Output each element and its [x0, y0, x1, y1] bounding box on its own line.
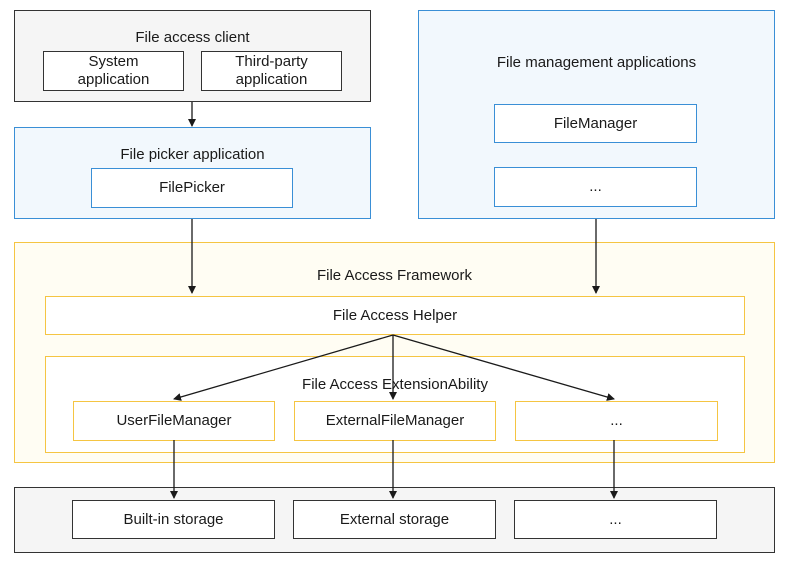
system-application-box: System application: [43, 51, 184, 91]
file-access-helper-box: File Access Helper: [45, 296, 745, 335]
external-storage-box: External storage: [293, 500, 496, 539]
externalfilemanager-label: ExternalFileManager: [325, 412, 465, 429]
file-access-client-group: File access client System application Th…: [14, 10, 371, 102]
file-access-framework-title: File Access Framework: [316, 267, 473, 284]
more-management-apps-box: ...: [494, 167, 697, 207]
file-access-extensionability-title: File Access ExtensionAbility: [302, 376, 488, 393]
built-in-storage-box: Built-in storage: [72, 500, 275, 539]
more-extensions-label: ...: [610, 412, 623, 429]
file-access-client-title: File access client: [135, 29, 250, 46]
system-application-label: System application: [77, 53, 150, 88]
more-storage-label: ...: [609, 510, 622, 528]
third-party-application-label: Third-party application: [235, 53, 308, 88]
userfilemanager-label: UserFileManager: [116, 412, 232, 429]
filemanager-box: FileManager: [494, 104, 697, 143]
userfilemanager-box: UserFileManager: [73, 401, 275, 441]
arrow-helper-to-userfilemanager: [173, 334, 394, 401]
storage-group: Built-in storage External storage ...: [14, 487, 775, 553]
file-access-framework-group: File Access Framework File Access Helper…: [14, 242, 775, 463]
file-access-helper-label: File Access Helper: [332, 306, 458, 324]
filepicker-box: FilePicker: [91, 168, 293, 208]
file-management-applications-title: File management applications: [496, 54, 697, 71]
externalfilemanager-box: ExternalFileManager: [294, 401, 496, 441]
external-storage-label: External storage: [339, 510, 450, 528]
more-management-apps-label: ...: [589, 178, 602, 195]
built-in-storage-label: Built-in storage: [123, 510, 224, 528]
more-extensions-box: ...: [515, 401, 718, 441]
file-access-extensionability-group: File Access ExtensionAbility UserFileMan…: [45, 356, 745, 453]
filemanager-label: FileManager: [553, 114, 638, 132]
file-picker-application-title: File picker application: [120, 146, 265, 163]
file-picker-application-group: File picker application FilePicker: [14, 127, 371, 219]
file-management-applications-group: File management applications FileManager…: [418, 10, 775, 219]
more-storage-box: ...: [514, 500, 717, 539]
arrow-helper-to-more-extensions: [392, 334, 615, 401]
third-party-application-box: Third-party application: [201, 51, 342, 91]
filepicker-label: FilePicker: [159, 179, 225, 196]
